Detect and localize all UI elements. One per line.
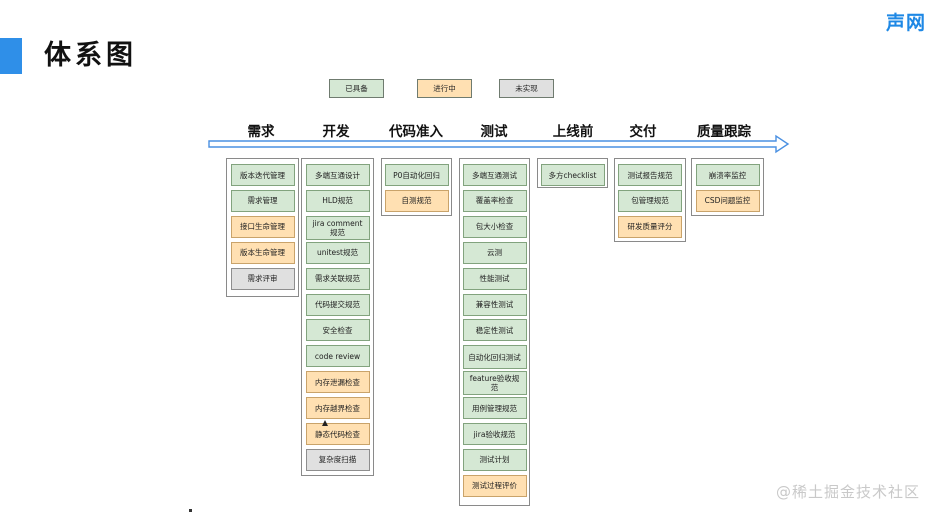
item-card: 版本生命管理 <box>230 241 295 264</box>
item-card: feature验收规范 <box>462 371 527 396</box>
legend-done: 已具备 <box>329 79 384 98</box>
item-card: 需求评审 <box>230 267 295 290</box>
page-title: 体系图 <box>44 40 137 71</box>
item-card: 用例管理规范 <box>462 397 527 420</box>
item-card: 内存泄漏检查 <box>305 371 370 394</box>
item-card: 测试报告规范 <box>618 164 682 186</box>
item-card: 研发质量评分 <box>618 215 682 238</box>
timeline-arrow <box>208 134 790 154</box>
item-card: 崩溃率监控 <box>695 164 760 186</box>
item-card: 包大小检查 <box>462 215 527 238</box>
stray-dot <box>189 509 192 512</box>
item-card: 需求关联规范 <box>305 267 370 290</box>
item-card: 静态代码检查 <box>305 423 370 445</box>
stage-label-6: 质量跟踪 <box>697 124 751 140</box>
item-card: 云测 <box>462 241 527 264</box>
item-card: 覆盖率检查 <box>462 189 527 212</box>
item-card: 自动化回归测试 <box>462 345 527 370</box>
item-card: 多方checklist <box>540 164 605 186</box>
item-card: jira验收规范 <box>462 423 527 445</box>
item-card: 测试过程评价 <box>462 474 527 497</box>
stage-label-5: 交付 <box>629 124 657 140</box>
item-card: 兼容性测试 <box>462 293 527 316</box>
item-card: 多端互通测试 <box>462 164 527 186</box>
item-card: 版本迭代管理 <box>230 164 295 186</box>
stage-label-3: 测试 <box>480 124 508 140</box>
brand-logo: 声网 <box>885 12 926 34</box>
item-card: 包管理规范 <box>618 189 682 212</box>
item-card: 代码提交规范 <box>305 293 370 316</box>
item-card: 测试计划 <box>462 448 527 471</box>
legend-doing: 进行中 <box>417 79 472 98</box>
item-card: CSD问题监控 <box>695 189 760 212</box>
item-card: 自测规范 <box>384 189 449 212</box>
item-card: 需求管理 <box>230 189 295 212</box>
stage-label-4: 上线前 <box>552 124 594 140</box>
pointer-mark <box>322 420 328 426</box>
watermark: @稀土掘金技术社区 <box>775 483 920 501</box>
item-card: HLD规范 <box>305 189 370 212</box>
legend-todo: 未实现 <box>499 79 554 98</box>
stage-label-2: 代码准入 <box>389 124 443 140</box>
item-card: code review <box>305 345 370 368</box>
item-card: P0自动化回归 <box>384 164 449 186</box>
title-accent-bar <box>0 38 22 74</box>
item-card: unitest规范 <box>305 241 370 264</box>
stage-label-1: 开发 <box>322 124 350 140</box>
stage-label-0: 需求 <box>247 124 275 140</box>
item-card: 多端互通设计 <box>305 164 370 186</box>
item-card: 安全检查 <box>305 319 370 342</box>
item-card: 复杂度扫描 <box>305 448 370 471</box>
item-card: 内存越界检查 <box>305 397 370 420</box>
item-card: 接口生命管理 <box>230 215 295 238</box>
item-card: 性能测试 <box>462 267 527 290</box>
item-card: 稳定性测试 <box>462 319 527 342</box>
item-card: jira comment 规范 <box>305 215 370 240</box>
